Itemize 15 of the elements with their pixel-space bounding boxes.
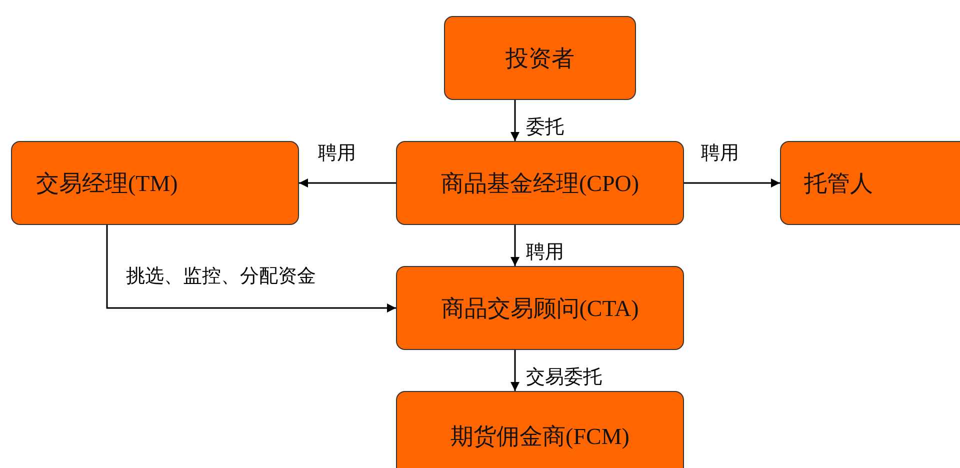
arrow [510, 100, 520, 141]
process-box: 商品基金经理(CPO) [396, 141, 684, 225]
process-box: 交易经理(TM) [11, 141, 299, 225]
arrow [510, 350, 520, 391]
arrow [106, 225, 396, 312]
process-box: 投资者 [444, 16, 636, 100]
process-box: 期货佣金商(FCM) [396, 391, 684, 468]
edge-label: 交易委托 [525, 367, 603, 389]
arrow [299, 178, 396, 188]
arrow [510, 225, 520, 266]
edge-label: 委托 [525, 117, 565, 139]
edge-label: 挑选、监控、分配资金 [125, 266, 317, 288]
process-box: 商品交易顾问(CTA) [396, 266, 684, 350]
process-box: 托管人 [780, 141, 960, 225]
arrow [684, 178, 780, 188]
